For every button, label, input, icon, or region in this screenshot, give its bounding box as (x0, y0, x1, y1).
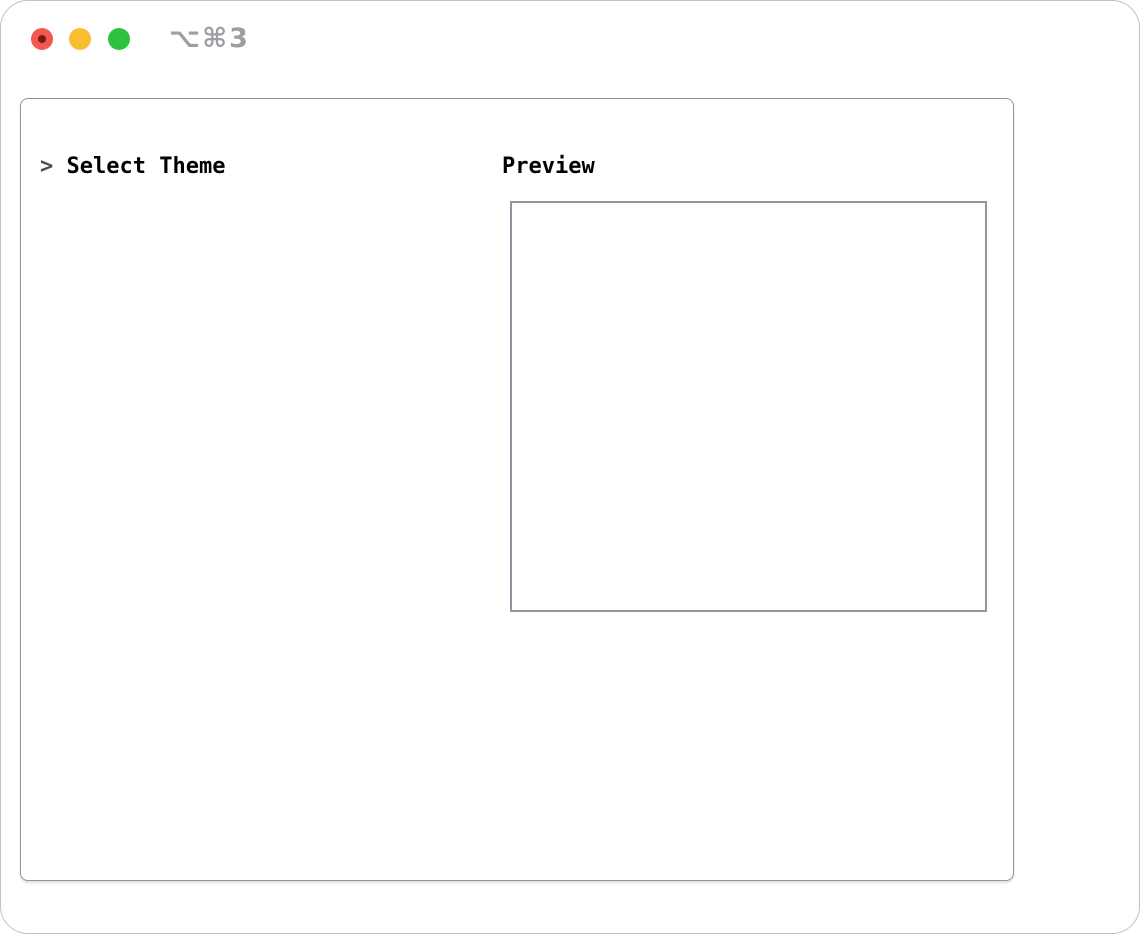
select-theme-label: Select Theme (66, 154, 226, 179)
cursor-marker: > (40, 154, 67, 179)
theme-dialog: > Select Theme Preview (20, 98, 1014, 881)
close-button[interactable] (31, 28, 53, 50)
minimize-button[interactable] (69, 28, 91, 50)
theme-selector-column: > Select Theme (40, 150, 225, 184)
preview-box (510, 201, 987, 612)
title-bar: ⌥⌘3 (1, 1, 1139, 77)
select-theme-header: > Select Theme (40, 150, 225, 184)
zoom-button[interactable] (108, 28, 130, 50)
window-title: ⌥⌘3 (169, 23, 250, 54)
preview-title: Preview (502, 154, 595, 179)
